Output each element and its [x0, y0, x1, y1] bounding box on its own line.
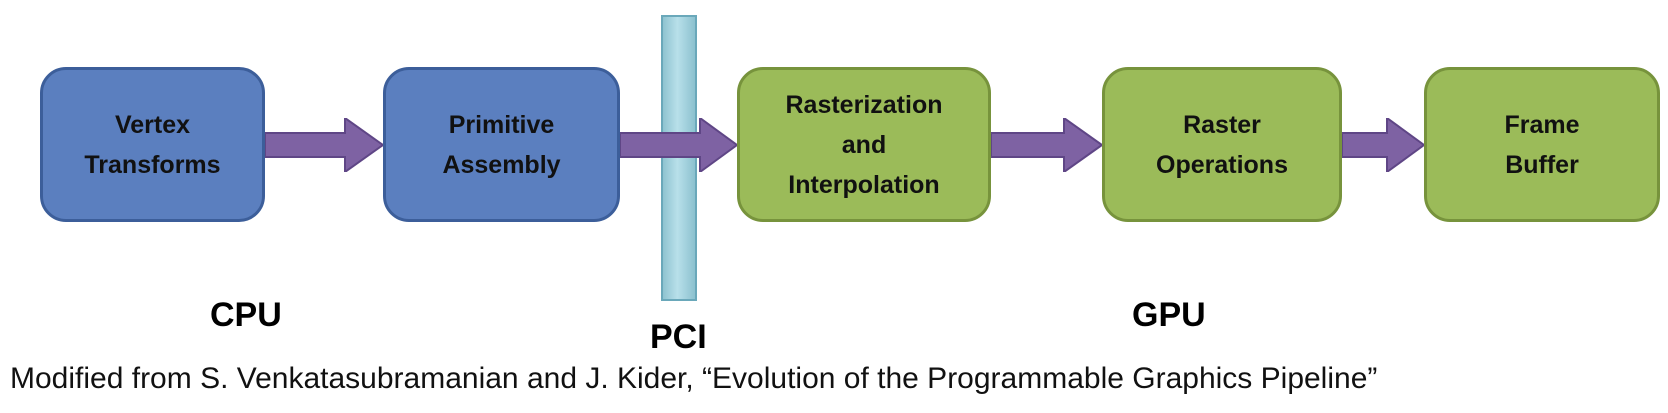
arrow-right-icon: [991, 118, 1102, 172]
arrow-right-icon: [1342, 118, 1424, 172]
vertex-transforms-box: Vertex Transforms: [40, 67, 265, 222]
pci-label: PCI: [650, 318, 707, 356]
cpu-label: CPU: [210, 296, 282, 334]
gpu-label: GPU: [1132, 296, 1206, 334]
vertex-transforms-label: Vertex Transforms: [84, 110, 221, 179]
primitive-assembly-label: Primitive Assembly: [442, 110, 561, 179]
arrow-right-icon: [265, 118, 383, 172]
raster-operations-label: Raster Operations: [1156, 110, 1288, 179]
primitive-assembly-box: Primitive Assembly: [383, 67, 620, 222]
rasterization-box: Rasterization and Interpolation: [737, 67, 991, 222]
raster-operations-box: Raster Operations: [1102, 67, 1342, 222]
frame-buffer-box: Frame Buffer: [1424, 67, 1660, 222]
source-caption: Modified from S. Venkatasubramanian and …: [10, 362, 1378, 395]
rasterization-label: Rasterization and Interpolation: [785, 90, 943, 199]
frame-buffer-label: Frame Buffer: [1504, 110, 1580, 179]
arrow-right-icon: [620, 118, 737, 172]
